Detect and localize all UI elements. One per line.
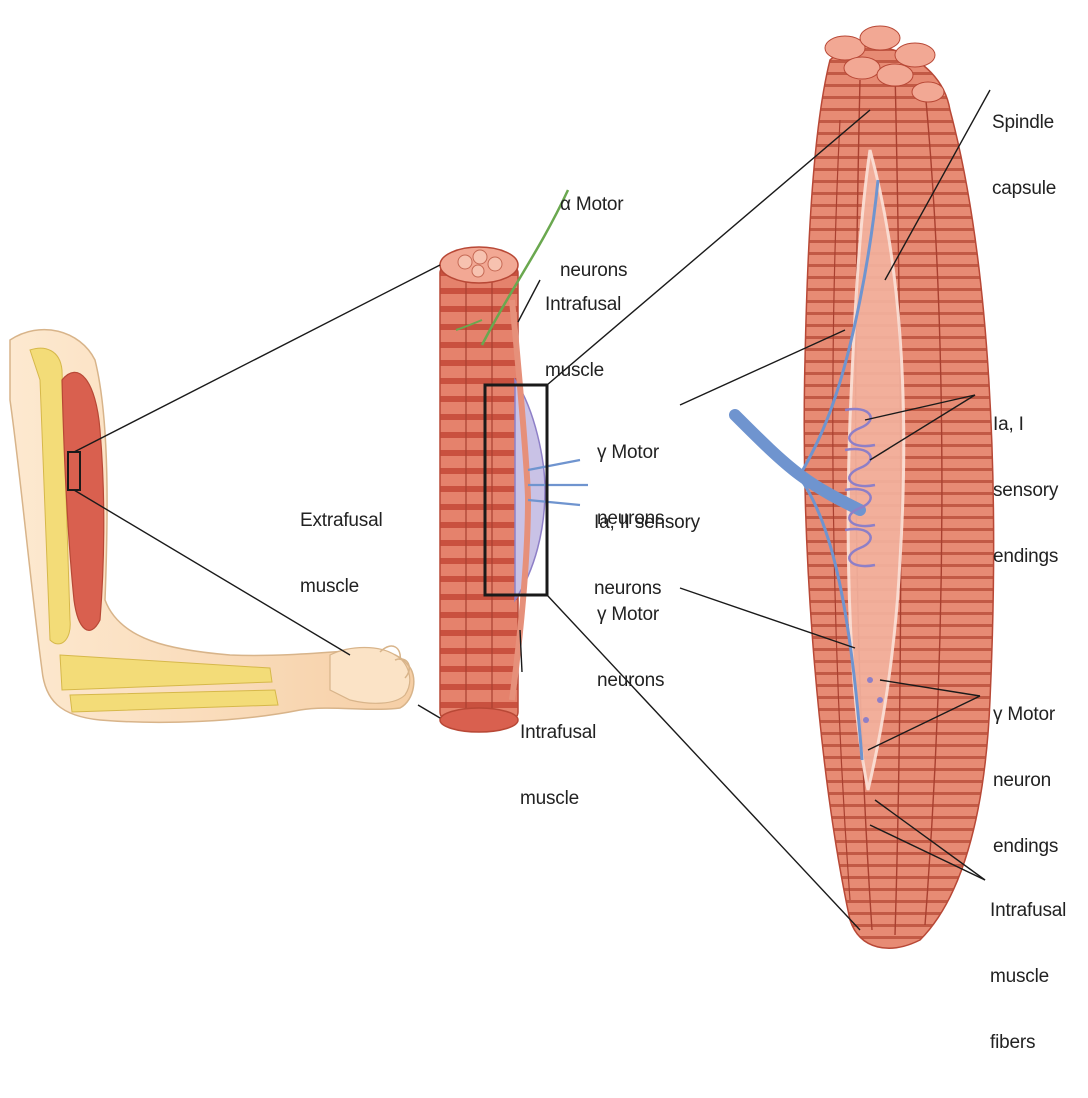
muscle-spindle-diagram: α Motor neurons Intrafusal muscle Extraf… bbox=[0, 0, 1088, 971]
gamma-endings-line1: γ Motor bbox=[993, 704, 1058, 726]
spindle-capsule-line2: capsule bbox=[992, 178, 1056, 200]
label-spindle-capsule: Spindle capsule bbox=[992, 68, 1056, 244]
ia-ii-sensory-line1: Ia, II sensory bbox=[594, 512, 700, 534]
extrafusal-line1: Extrafusal bbox=[300, 510, 382, 532]
intrafusal-fibers-line3: fibers bbox=[990, 1032, 1066, 1054]
gamma-endings-line2: neuron bbox=[993, 770, 1058, 792]
label-ia-i-sensory-endings: Ia, I sensory endings bbox=[993, 370, 1058, 612]
label-intrafusal-muscle-bottom: Intrafusal muscle bbox=[520, 678, 596, 854]
label-intrafusal-muscle-fibers: Intrafusal muscle fibers bbox=[990, 856, 1066, 1098]
muscle-cylinder-body bbox=[440, 265, 518, 720]
label-gamma-motor-neurons-lower: γ Motor neurons bbox=[597, 560, 664, 736]
intrafusal-top-line1: Intrafusal bbox=[545, 294, 621, 316]
muscle-cylinder-bottom bbox=[440, 708, 518, 732]
gamma-motor-lower-line1: γ Motor bbox=[597, 604, 664, 626]
gamma-endings-line3: endings bbox=[993, 836, 1058, 858]
intrafusal-fibers-line2: muscle bbox=[990, 966, 1066, 988]
intrafusal-bottom-line1: Intrafusal bbox=[520, 722, 596, 744]
gamma-motor-lower-line2: neurons bbox=[597, 670, 664, 692]
intrafusal-fibers-line1: Intrafusal bbox=[990, 900, 1066, 922]
ia-i-sensory-line2: sensory bbox=[993, 480, 1058, 502]
intrafusal-top-line2: muscle bbox=[545, 360, 621, 382]
magnified-spindle bbox=[735, 26, 994, 948]
extrafusal-line2: muscle bbox=[300, 576, 382, 598]
ia-i-sensory-line1: Ia, I bbox=[993, 414, 1058, 436]
gamma-motor-upper-line1: γ Motor bbox=[597, 442, 664, 464]
ia-i-sensory-line3: endings bbox=[993, 546, 1058, 568]
spindle-capsule-line1: Spindle bbox=[992, 112, 1056, 134]
alpha-motor-line1: α Motor bbox=[560, 194, 627, 216]
intrafusal-bottom-line2: muscle bbox=[520, 788, 596, 810]
label-extrafusal-muscle: Extrafusal muscle bbox=[300, 466, 382, 642]
